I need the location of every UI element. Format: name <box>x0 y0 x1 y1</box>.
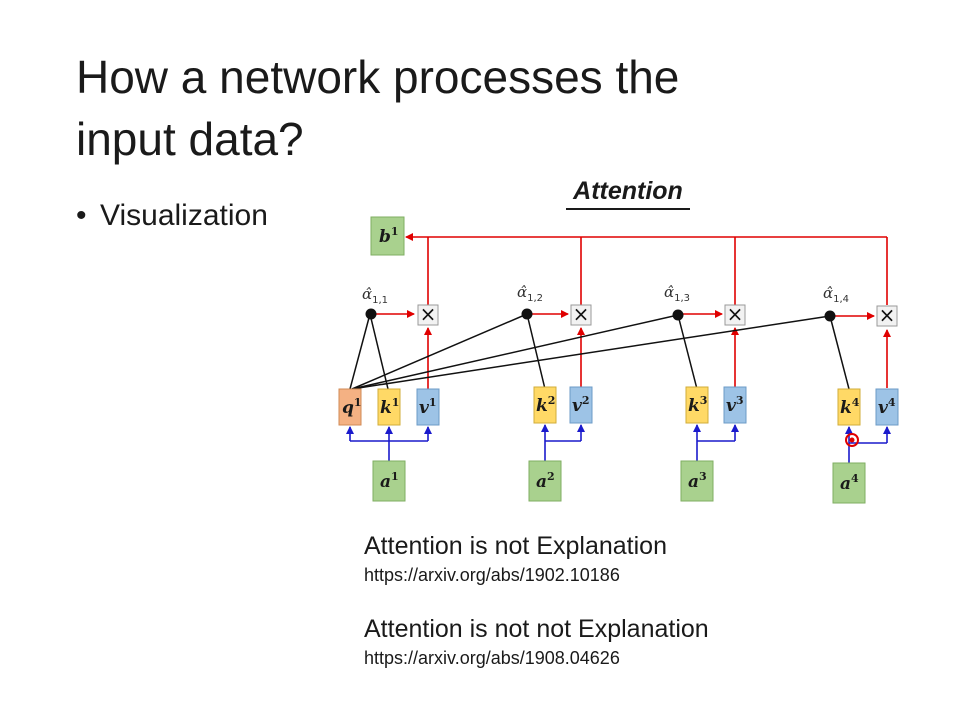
output-node-b1: b1 <box>370 216 405 256</box>
svg-text:k3: k3 <box>688 394 707 416</box>
alpha-label-3: α̂1,3 <box>664 283 690 304</box>
slide-title-line2: input data? <box>76 113 304 165</box>
svg-text:v3: v3 <box>726 394 744 416</box>
bullet-text: Visualization <box>100 199 268 232</box>
output-sup: 1 <box>391 225 399 238</box>
alpha-dot-2 <box>521 308 533 320</box>
key-node-k4: k4 <box>837 388 861 426</box>
svg-text:q1: q1 <box>342 396 362 418</box>
alpha-dot-4 <box>824 310 836 322</box>
key-node-k3: k3 <box>685 386 709 424</box>
alpha-dot-1 <box>365 308 377 320</box>
alpha-label-1: α̂1,1 <box>362 285 388 306</box>
svg-text:v4: v4 <box>878 396 896 418</box>
blue-input-lines <box>346 424 891 463</box>
alpha-nodes: α̂1,1 α̂1,2 α̂1,3 α̂1,4 <box>362 283 849 322</box>
multiply-node-3: × <box>724 302 746 326</box>
svg-text:a2: a2 <box>536 470 555 492</box>
svg-text:b1: b1 <box>379 225 399 247</box>
reference-2-title: Attention is not not Explanation <box>364 615 709 643</box>
input-node-a4: a4 <box>832 462 866 504</box>
reference-1-link[interactable]: https://arxiv.org/abs/1902.10186 <box>364 565 620 585</box>
svg-text:k4: k4 <box>840 396 860 418</box>
multiply-node-1: × <box>417 302 439 326</box>
slide-title-line1: How a network processes the <box>76 51 680 103</box>
multiply-node-4: × <box>876 303 898 327</box>
reference-1-title: Attention is not Explanation <box>364 532 667 560</box>
input-node-a2: a2 <box>528 460 562 502</box>
value-node-v1: v1 <box>416 388 440 426</box>
svg-text:a4: a4 <box>840 472 859 494</box>
svg-text:×: × <box>420 302 437 326</box>
output-letter: b <box>379 227 391 247</box>
value-nodes: v1 v2 v3 v4 <box>416 386 899 426</box>
svg-text:k2: k2 <box>536 394 555 416</box>
reference-2: Attention is not not Explanation https:/… <box>364 613 709 671</box>
reference-2-link[interactable]: https://arxiv.org/abs/1908.04626 <box>364 648 620 668</box>
value-node-v3: v3 <box>723 386 747 424</box>
key-nodes: k1 k2 k3 k4 <box>377 386 861 426</box>
attention-score-lines <box>349 313 850 390</box>
reference-1: Attention is not Explanation https://arx… <box>364 530 667 588</box>
svg-text:k1: k1 <box>380 396 399 418</box>
alpha-dot-3 <box>672 309 684 321</box>
svg-text:v1: v1 <box>419 396 437 418</box>
bullet-item: • Visualization <box>76 196 268 236</box>
input-node-a3: a3 <box>680 460 714 502</box>
input-node-a1: a1 <box>372 460 406 502</box>
svg-text:a1: a1 <box>380 470 399 492</box>
svg-text:×: × <box>879 303 896 327</box>
input-nodes: a1 a2 a3 a4 <box>372 460 866 504</box>
multiply-nodes: × × × × <box>417 302 898 327</box>
diagram-title: Attention <box>566 174 690 210</box>
bullet-marker: • <box>76 199 87 232</box>
key-node-k1: k1 <box>377 388 401 426</box>
svg-text:×: × <box>727 302 744 326</box>
value-node-v2: v2 <box>569 386 593 424</box>
alpha-label-2: α̂1,2 <box>517 283 543 304</box>
svg-text:×: × <box>573 302 590 326</box>
slide-title: How a network processes the input data? <box>76 46 679 170</box>
multiply-node-2: × <box>570 302 592 326</box>
value-node-v4: v4 <box>875 388 899 426</box>
svg-text:a3: a3 <box>688 470 707 492</box>
key-node-k2: k2 <box>533 386 557 424</box>
alpha-label-4: α̂1,4 <box>823 284 849 305</box>
query-node-q1: q1 <box>338 388 362 426</box>
svg-text:v2: v2 <box>572 394 590 416</box>
cursor-indicator <box>845 433 859 447</box>
red-output-lines <box>371 233 891 390</box>
